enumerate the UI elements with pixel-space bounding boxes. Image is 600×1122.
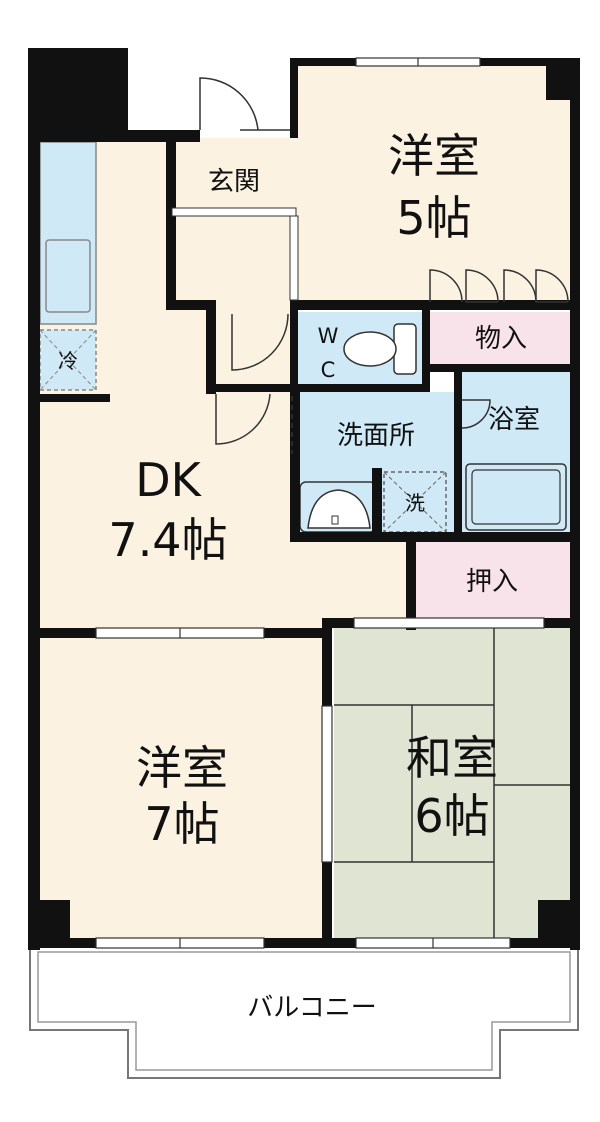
label-senmenjo: 洗面所 (337, 421, 415, 451)
label-wc-c: C (321, 358, 336, 382)
room-oshiire (416, 542, 572, 622)
room-genkan (172, 138, 296, 308)
fridge-space (39, 329, 97, 391)
bathtub (465, 463, 567, 531)
label-monoire: 物入 (475, 324, 527, 354)
toilet-tank (393, 323, 417, 375)
hall (212, 300, 296, 390)
label-reizouko: 冷 (58, 349, 78, 373)
doors (199, 77, 569, 454)
label-washitsu-name: 和室 (406, 731, 498, 785)
kitchen-sink (45, 239, 91, 313)
windows (95, 57, 545, 949)
room-yoshitsu-south (38, 638, 326, 940)
label-oshiire: 押入 (466, 567, 518, 597)
label-yoshitsu-south-size: 7帖 (144, 797, 219, 851)
toilet-bowl (343, 331, 397, 367)
balcony (29, 944, 579, 1079)
room-monoire (430, 312, 572, 364)
label-dk-name: DK (135, 453, 202, 507)
label-washitsu-size: 6帖 (414, 789, 489, 843)
room-dk (38, 138, 410, 630)
labels: 洋室 5帖 玄関 W C 物入 洗面所 浴室 洗 冷 DK 7.4帖 押入 洋室… (58, 129, 540, 1023)
room-washitsu (334, 626, 572, 940)
floor-fills (38, 62, 572, 940)
label-balcony: バルコニー (247, 993, 376, 1023)
label-yoshitsu-north-name: 洋室 (388, 129, 480, 183)
label-sentaku: 洗 (405, 491, 425, 515)
tatami-lines (334, 626, 572, 940)
label-genkan: 玄関 (208, 167, 260, 197)
label-yoshitsu-north-size: 5帖 (396, 191, 471, 245)
label-dk-size: 7.4帖 (108, 513, 227, 567)
room-yoshitsu-north (296, 62, 572, 302)
label-yoshitsu-south-name: 洋室 (136, 741, 228, 795)
fixtures (299, 323, 567, 533)
label-yokushitsu: 浴室 (488, 405, 540, 435)
label-wc-w: W (318, 324, 339, 348)
